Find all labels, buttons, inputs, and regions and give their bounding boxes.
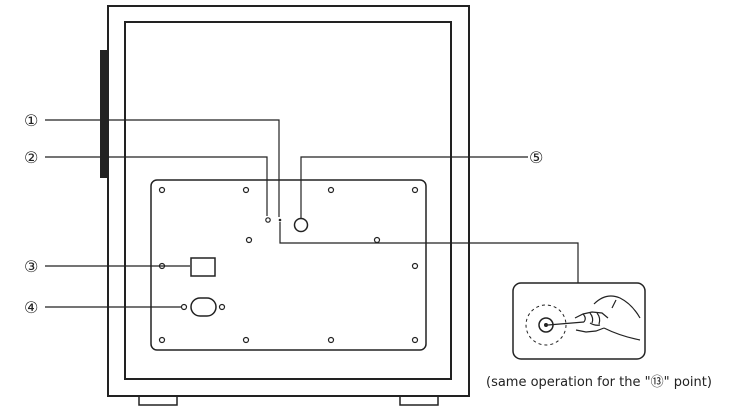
callout-1: ① <box>24 111 38 130</box>
pinhole-zoom-dashed <box>525 304 567 346</box>
callout-labels: ① ② ③ ④ ⑤ <box>24 111 543 317</box>
callout-4: ④ <box>24 298 38 317</box>
leader-lines <box>45 119 579 308</box>
speaker-cabinet <box>100 5 470 406</box>
rear-panel <box>150 179 427 351</box>
detail-caption: (same operation for the "⑬" point) <box>486 375 712 390</box>
pinhole-2 <box>265 217 271 223</box>
round-jack <box>293 217 309 233</box>
callout-2: ② <box>24 148 38 167</box>
power-switch <box>190 257 216 277</box>
panel-screws <box>158 186 419 344</box>
callout-5: ⑤ <box>529 148 543 167</box>
right-foot <box>399 395 439 406</box>
left-foot <box>138 395 178 406</box>
side-strip <box>100 50 108 178</box>
callout-3: ③ <box>24 257 38 276</box>
power-inlet <box>180 297 226 317</box>
hand-with-pin-icon <box>547 295 641 341</box>
pinhole-1 <box>278 218 282 222</box>
detail-inset <box>512 282 646 360</box>
